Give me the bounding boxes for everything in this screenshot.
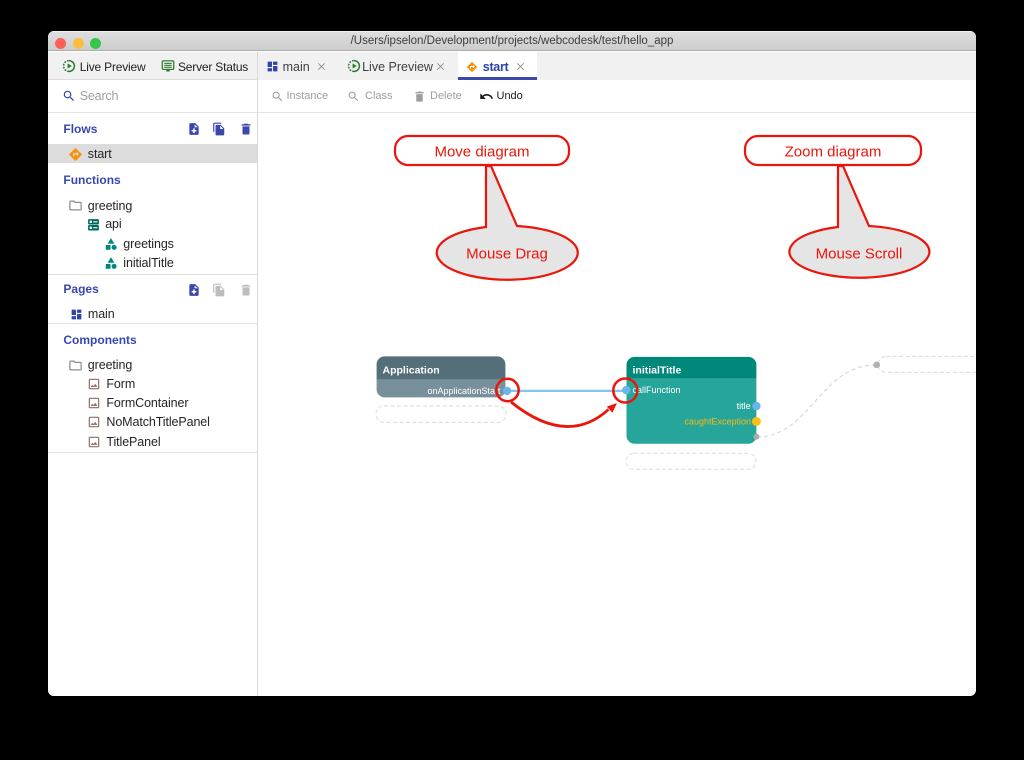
svg-text:onApplicationStart: onApplicationStart — [427, 386, 501, 396]
svg-text:Mouse Drag: Mouse Drag — [466, 246, 548, 263]
svg-text:Mouse Scroll: Mouse Scroll — [816, 246, 903, 263]
svg-text:Zoom diagram: Zoom diagram — [785, 144, 882, 161]
svg-text:Application: Application — [383, 365, 440, 377]
svg-text:callFunction: callFunction — [633, 385, 681, 395]
svg-text:Move diagram: Move diagram — [434, 144, 529, 161]
svg-text:title: title — [737, 401, 751, 411]
svg-text:initialTitle: initialTitle — [633, 365, 682, 377]
svg-text:caughtException: caughtException — [684, 417, 751, 427]
